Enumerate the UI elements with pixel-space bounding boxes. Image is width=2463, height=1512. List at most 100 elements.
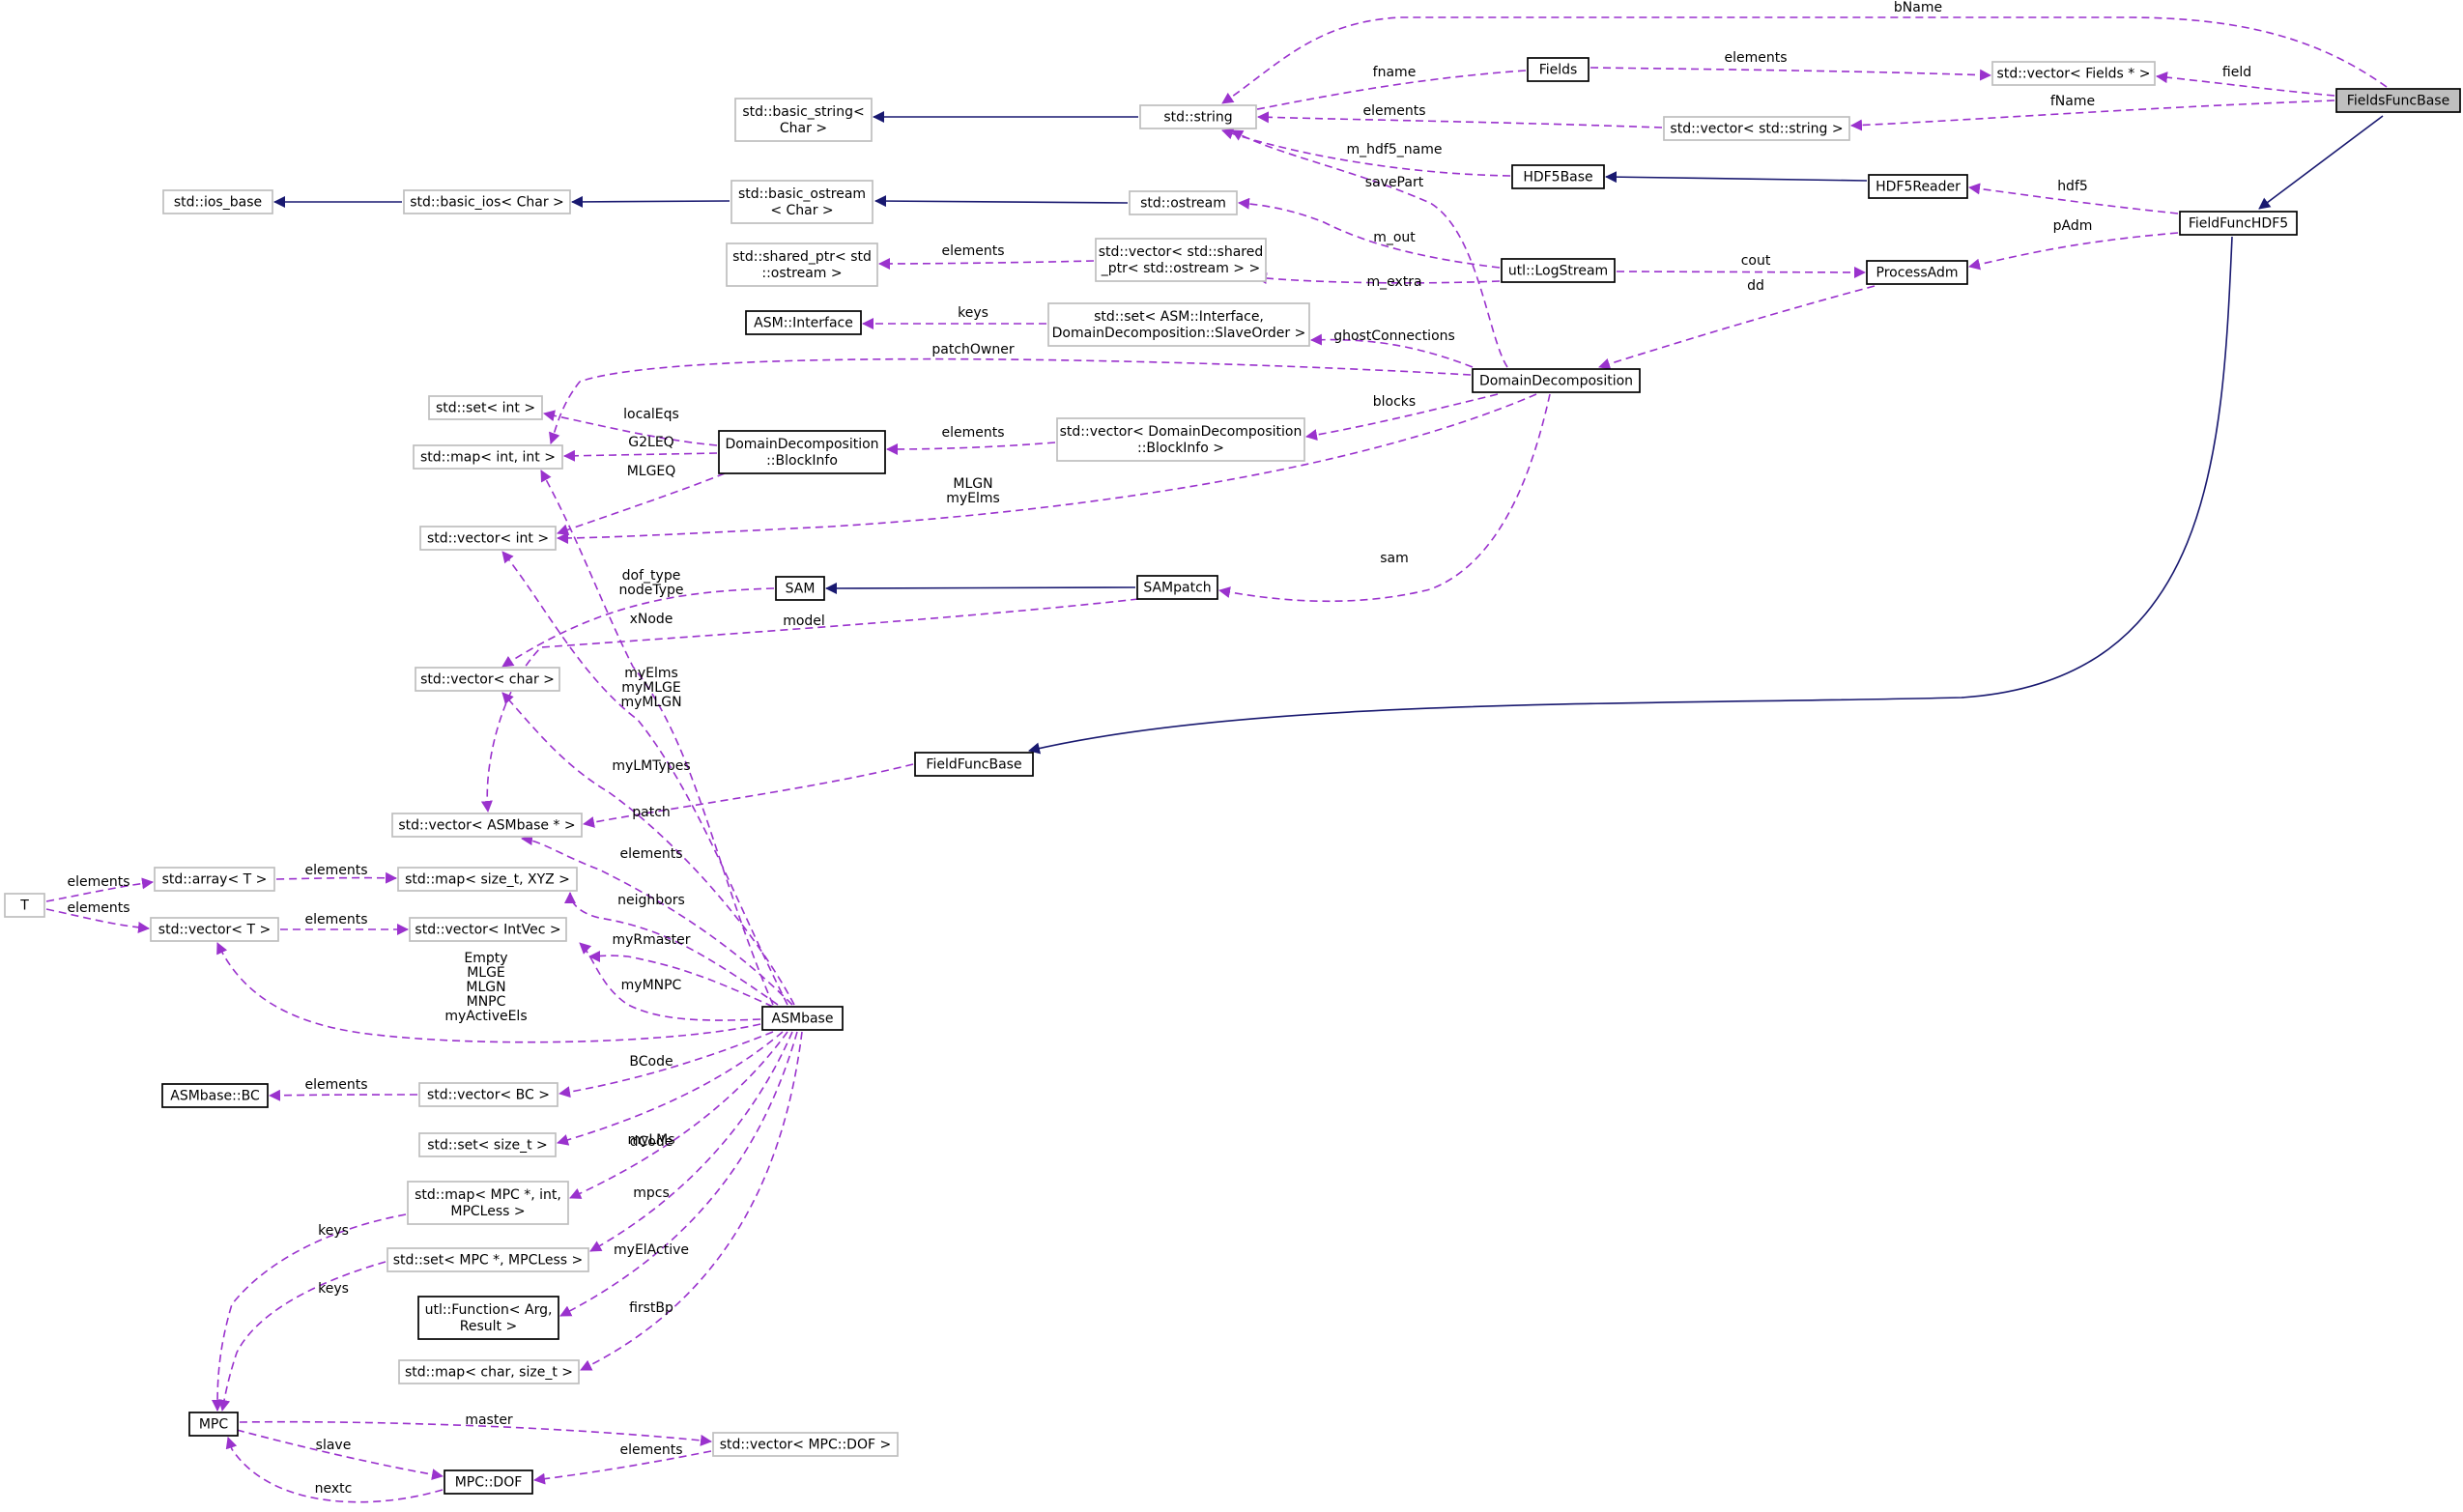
node-vec-int[interactable]: std::vector< int > xyxy=(419,526,557,551)
edge-map-int-to-domaindecomposition xyxy=(549,357,1472,444)
edge-label: m_hdf5_name xyxy=(1347,142,1443,157)
node-label: MPC xyxy=(199,1417,229,1433)
node-mpc[interactable]: MPC xyxy=(188,1412,239,1437)
usage-arrow xyxy=(533,1450,712,1485)
node-map-int[interactable]: std::map< int, int > xyxy=(413,444,563,470)
usage-arrow xyxy=(269,1089,418,1101)
usage-arrow xyxy=(564,892,779,1006)
node-vec-dof[interactable]: std::vector< MPC::DOF > xyxy=(712,1432,899,1457)
usage-arrow xyxy=(1221,128,1511,177)
node-ostream[interactable]: std::ostream xyxy=(1129,190,1238,215)
usage-arrow xyxy=(236,1429,444,1481)
node-vec-intvec[interactable]: std::vector< IntVec > xyxy=(409,917,567,942)
edge-std-string-to-hdf5base xyxy=(1221,128,1511,177)
node-asmbasebc[interactable]: ASMbase::BC xyxy=(161,1083,269,1108)
node-set-int[interactable]: std::set< int > xyxy=(428,395,543,420)
node-t[interactable]: T xyxy=(4,893,45,918)
node-fieldsfuncbase[interactable]: FieldsFuncBase xyxy=(2335,88,2461,113)
edge-vec-int-to-blockinfo xyxy=(557,472,726,536)
node-ios-base[interactable]: std::ios_base xyxy=(162,189,273,214)
node-logstream[interactable]: utl::LogStream xyxy=(1501,258,1616,283)
usage-arrow xyxy=(588,950,774,1008)
edge-set-iface-to-domaindecomposition xyxy=(1310,333,1474,368)
node-vec-string[interactable]: std::vector< std::string > xyxy=(1663,116,1850,141)
edge-label: pAdm xyxy=(2053,218,2093,234)
edge-hdf5base-to-hdf5reader xyxy=(1605,171,1868,184)
node-vec-bc[interactable]: std::vector< BC > xyxy=(418,1082,558,1107)
node-std-string[interactable]: std::string xyxy=(1139,104,1257,129)
node-processadm[interactable]: ProcessAdm xyxy=(1866,260,1968,285)
node-vec-fields[interactable]: std::vector< Fields * > xyxy=(1991,61,2156,86)
edge-utl-function-to-asmbase xyxy=(559,1031,798,1317)
node-map-mpc[interactable]: std::map< MPC *, int,MPCLess > xyxy=(407,1181,569,1225)
node-fields[interactable]: Fields xyxy=(1527,57,1589,82)
node-std-basic-string[interactable]: std::basic_string<Char > xyxy=(734,98,873,142)
edge-vec-intvec-to-asmbase xyxy=(579,942,761,1021)
node-map-char[interactable]: std::map< char, size_t > xyxy=(398,1359,580,1384)
usage-arrow xyxy=(45,908,150,934)
node-box xyxy=(1511,164,1605,189)
node-label: ASMbase::BC xyxy=(170,1089,260,1104)
node-vec-shared[interactable]: std::vector< std::shared_ptr< std::ostre… xyxy=(1095,238,1267,282)
usage-arrow xyxy=(589,1031,793,1252)
node-label: FieldFuncHDF5 xyxy=(2189,216,2288,232)
node-hdf5base[interactable]: HDF5Base xyxy=(1511,164,1605,189)
inheritance-arrow xyxy=(1605,171,1868,184)
edge-label: xNode xyxy=(630,612,673,627)
node-vec-blockinfo[interactable]: std::vector< DomainDecomposition::BlockI… xyxy=(1056,417,1305,462)
node-fieldfuncbase[interactable]: FieldFuncBase xyxy=(914,752,1034,777)
node-sam[interactable]: SAM xyxy=(775,576,825,601)
usage-arrow xyxy=(1231,129,1508,368)
node-set-sizet[interactable]: std::set< size_t > xyxy=(418,1132,557,1157)
edge-vec-intvec-to-asmbase xyxy=(588,950,774,1008)
usage-arrow xyxy=(225,1437,444,1503)
edge-label: elements xyxy=(1724,50,1787,66)
edge-label: elements xyxy=(67,900,129,916)
nodes-layer: FieldsFuncBaseFieldFuncHDF5FieldFuncBase… xyxy=(4,57,2461,1495)
node-box xyxy=(1501,258,1616,283)
node-asmbase[interactable]: ASMbase xyxy=(761,1006,844,1031)
node-fieldfunchdf5[interactable]: FieldFuncHDF5 xyxy=(2179,211,2298,236)
node-label: std::vector< int > xyxy=(427,531,549,547)
edge-mpc-to-set-mpc xyxy=(218,1261,387,1412)
node-array-t[interactable]: std::array< T > xyxy=(154,867,275,892)
usage-arrow xyxy=(583,763,914,828)
node-hdf5reader[interactable]: HDF5Reader xyxy=(1868,174,1968,199)
usage-arrow xyxy=(480,598,1139,813)
edge-label: cout xyxy=(1741,253,1771,269)
usage-arrow xyxy=(557,393,1537,544)
node-blockinfo[interactable]: DomainDecomposition::BlockInfo xyxy=(718,430,886,474)
node-label: MPCLess > xyxy=(450,1204,525,1219)
edge-vec-fields-to-fieldsfuncbase xyxy=(2156,71,2335,97)
node-sampatch[interactable]: SAMpatch xyxy=(1136,575,1218,600)
edge-label: blocks xyxy=(1373,394,1416,410)
node-mpcdof[interactable]: MPC::DOF xyxy=(444,1469,533,1495)
node-vec-t[interactable]: std::vector< T > xyxy=(150,917,279,942)
edge-mpc-to-mpcdof xyxy=(236,1429,444,1481)
edge-label: patchOwner xyxy=(931,342,1014,357)
edge-label: myElActive xyxy=(614,1242,689,1258)
node-utl-function[interactable]: utl::Function< Arg,Result > xyxy=(417,1296,559,1340)
edge-label: localEqs xyxy=(623,407,679,422)
usage-arrow xyxy=(549,357,1472,444)
node-asminterface[interactable]: ASM::Interface xyxy=(745,310,862,335)
node-label: std::set< int > xyxy=(436,401,535,416)
node-set-iface[interactable]: std::set< ASM::Interface,DomainDecomposi… xyxy=(1047,302,1310,347)
node-domaindecomposition[interactable]: DomainDecomposition xyxy=(1472,368,1641,393)
node-vec-asmbase[interactable]: std::vector< ASMbase * > xyxy=(391,813,583,838)
edge-vec-bc-to-asmbase xyxy=(558,1031,774,1098)
node-set-mpc[interactable]: std::set< MPC *, MPCLess > xyxy=(387,1247,589,1272)
node-shared-ptr[interactable]: std::shared_ptr< std::ostream > xyxy=(726,242,878,287)
node-vec-char[interactable]: std::vector< char > xyxy=(415,667,560,692)
node-map-xyz[interactable]: std::map< size_t, XYZ > xyxy=(397,867,578,892)
edge-label: ghostConnections xyxy=(1333,328,1455,344)
node-box xyxy=(418,1132,557,1157)
edge-label: field xyxy=(2222,65,2251,80)
edge-label: savePart xyxy=(1365,175,1424,190)
node-label: std::set< size_t > xyxy=(427,1138,548,1154)
usage-arrow xyxy=(1616,266,1866,278)
node-basic-ostream[interactable]: std::basic_ostream< Char > xyxy=(730,180,874,224)
node-basic-ios[interactable]: std::basic_ios< Char > xyxy=(403,189,571,214)
node-box xyxy=(761,1006,844,1031)
